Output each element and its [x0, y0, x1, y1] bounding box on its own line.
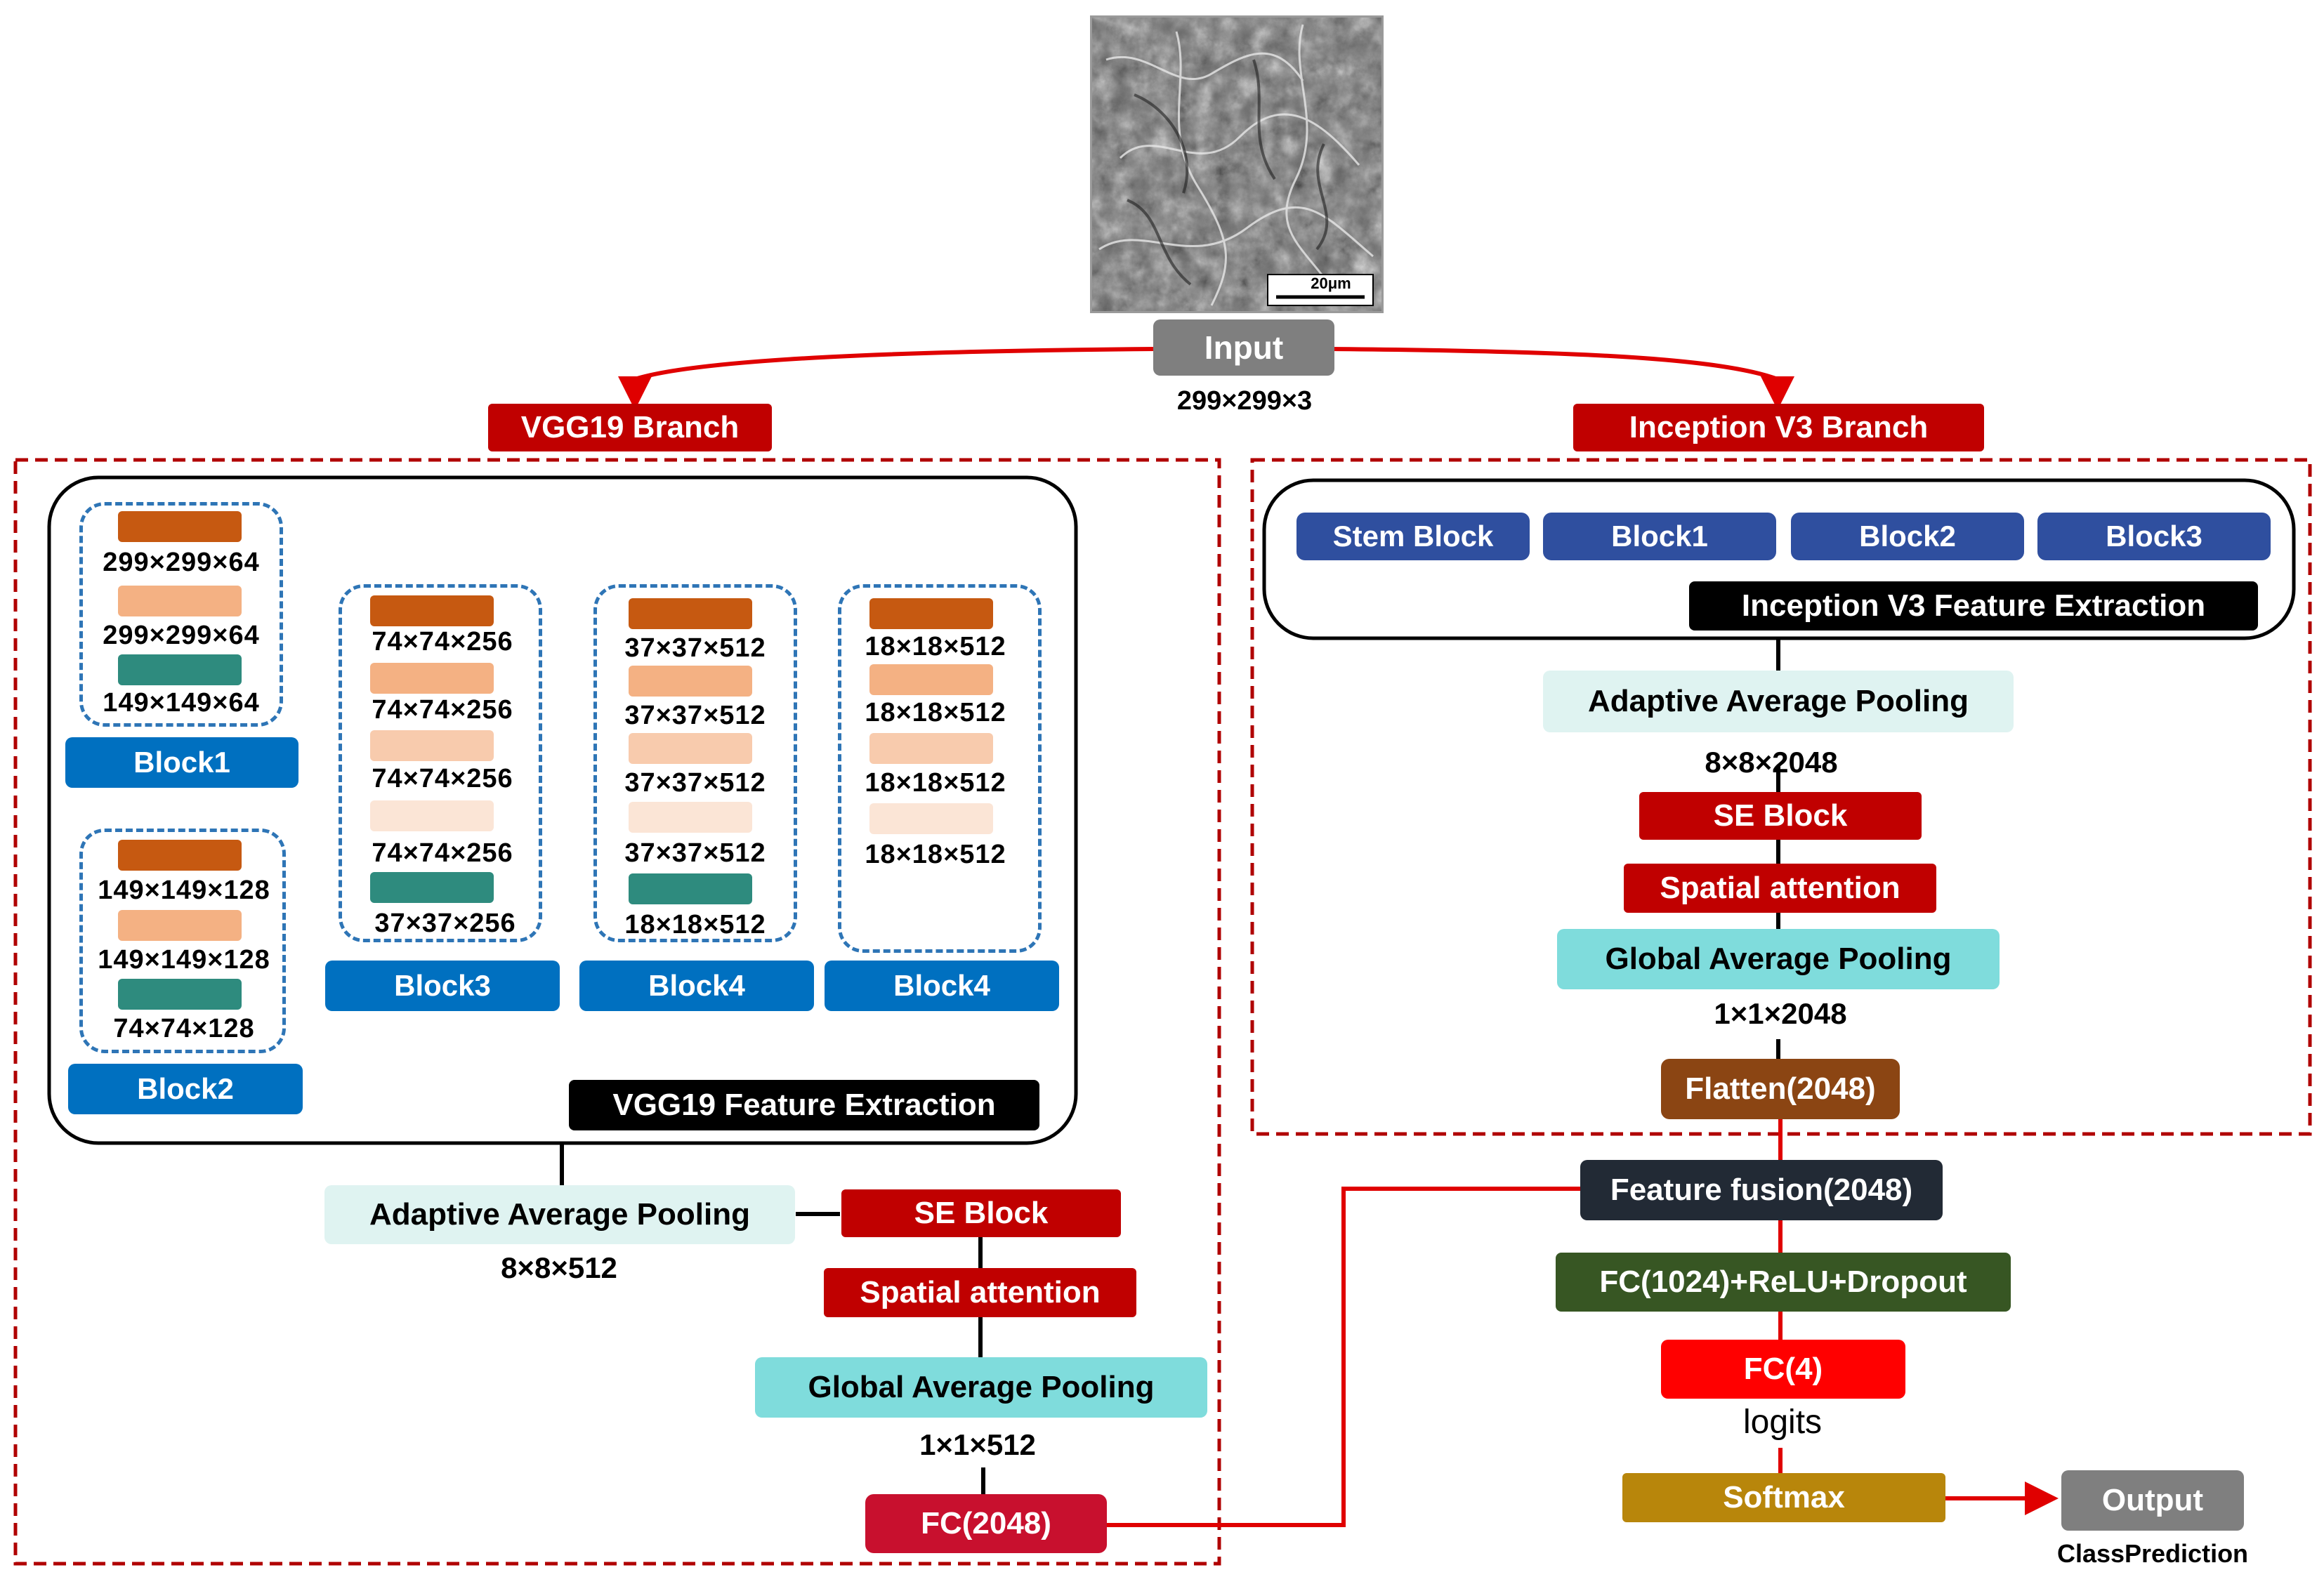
vgg-spatial-attention: Spatial attention	[824, 1268, 1136, 1317]
vgg-block3-conv1	[370, 595, 494, 626]
feature-fusion: Feature fusion(2048)	[1580, 1160, 1943, 1220]
vgg-block4a-dim2: 37×37×512	[624, 701, 766, 730]
input-box: Input	[1153, 319, 1334, 376]
vgg-block4b-dim4: 18×18×512	[865, 840, 1006, 869]
vgg-block3-dim4: 74×74×256	[372, 838, 513, 868]
vgg-block4a-dim1: 37×37×512	[624, 633, 766, 663]
vgg-block3-dim3: 74×74×256	[372, 764, 513, 793]
vgg-block4a-dim4: 37×37×512	[624, 838, 766, 868]
vgg-block3-dim2: 74×74×256	[372, 695, 513, 725]
inception-flatten: Flatten(2048)	[1661, 1059, 1900, 1119]
vgg-block3-dim1: 74×74×256	[372, 627, 513, 656]
vgg-block3-pool	[370, 872, 494, 903]
vgg-block4a-group	[593, 584, 797, 942]
fc1024-relu-dropout: FC(1024)+ReLU+Dropout	[1556, 1253, 2011, 1312]
inception-se-block: SE Block	[1639, 792, 1922, 840]
input-sem-image: 20μm	[1090, 15, 1384, 313]
vgg-block4b-dim3: 18×18×512	[865, 768, 1006, 798]
vgg-block4b-group	[838, 584, 1042, 953]
vgg-block4a-conv3	[629, 733, 752, 764]
vgg-block4b-dim2: 18×18×512	[865, 698, 1006, 727]
inception-block3: Block3	[2037, 513, 2271, 560]
vgg-block2-dim2: 149×149×128	[98, 945, 270, 975]
vgg-block4b-dim1: 18×18×512	[865, 632, 1006, 661]
vgg-branch-region	[13, 458, 1221, 1566]
vgg-block1-label: Block1	[65, 737, 298, 788]
vgg-block4b-conv1	[869, 598, 993, 629]
inception-block1: Block1	[1543, 513, 1776, 560]
vgg-block4a-pool	[629, 873, 752, 904]
sem-texture	[1092, 18, 1381, 311]
vgg-block3-label: Block3	[325, 961, 560, 1011]
vgg-block1-conv1	[118, 511, 242, 542]
vgg-block3-conv4	[370, 800, 494, 831]
arrow-to-vgg	[618, 347, 1156, 410]
vgg-block3-dim5: 37×37×256	[374, 909, 516, 938]
vgg-global-pooling: Global Average Pooling	[755, 1357, 1207, 1418]
vgg-adaptive-dims: 8×8×512	[501, 1251, 617, 1284]
softmax: Softmax	[1622, 1473, 1945, 1522]
line-vgg-fc-to-fusion	[1107, 1187, 1580, 1527]
inception-block2: Block2	[1791, 513, 2024, 560]
vgg-block4b-label: Block4	[825, 961, 1059, 1011]
vgg-block4a-label: Block4	[579, 961, 814, 1011]
vgg-block1-group	[79, 502, 283, 727]
vgg-block3-group	[339, 584, 542, 942]
inception-adaptive-pooling: Adaptive Average Pooling	[1543, 671, 2014, 732]
inception-spatial-attention: Spatial attention	[1624, 864, 1936, 913]
class-prediction-label: ClassPrediction	[2056, 1539, 2249, 1568]
vgg-block3-conv3	[370, 730, 494, 761]
vgg-block4a-conv2	[629, 666, 752, 697]
vgg-block1-dim2: 299×299×64	[103, 621, 260, 650]
vgg-block2-pool	[118, 979, 242, 1010]
vgg-block4a-conv1	[629, 598, 752, 629]
inception-stem-block: Stem Block	[1296, 513, 1530, 560]
fc4: FC(4)	[1661, 1340, 1905, 1399]
vgg-global-dims: 1×1×512	[919, 1428, 1036, 1461]
vgg-block4a-conv4	[629, 802, 752, 833]
scale-bar-label: 20μm	[1311, 275, 1351, 292]
vgg-block1-dim3: 149×149×64	[103, 688, 260, 718]
inception-feature-extraction-label: Inception V3 Feature Extraction	[1689, 581, 2258, 631]
logits-label: logits	[1742, 1404, 1823, 1441]
inception-branch-label: Inception V3 Branch	[1573, 404, 1984, 451]
output-box: Output	[2061, 1470, 2244, 1531]
vgg-block3-conv2	[370, 663, 494, 694]
vgg-adaptive-pooling: Adaptive Average Pooling	[324, 1185, 795, 1244]
vgg-block1-dim1: 299×299×64	[103, 548, 260, 577]
vgg-block2-dim1: 149×149×128	[98, 876, 270, 905]
vgg-block2-dim3: 74×74×128	[113, 1014, 255, 1043]
inception-adaptive-dims: 8×8×2048	[1705, 746, 1838, 779]
inception-branch-region	[1250, 458, 2312, 1136]
input-dims: 299×299×3	[1176, 386, 1313, 416]
vgg-block1-pool	[118, 654, 242, 685]
vgg-block2-label: Block2	[68, 1064, 303, 1114]
vgg-block4a-dim5: 18×18×512	[624, 910, 766, 939]
inception-global-pooling: Global Average Pooling	[1557, 929, 2000, 989]
vgg-branch-label: VGG19 Branch	[488, 404, 772, 451]
vgg-block4b-conv3	[869, 733, 993, 764]
vgg-feature-extraction-label: VGG19 Feature Extraction	[569, 1080, 1039, 1130]
vgg-block2-conv2	[118, 910, 242, 941]
vgg-block4b-conv2	[869, 664, 993, 695]
vgg-fc2048: FC(2048)	[865, 1494, 1107, 1553]
vgg-block2-conv1	[118, 840, 242, 871]
inception-global-dims: 1×1×2048	[1714, 997, 1847, 1030]
vgg-se-block: SE Block	[841, 1189, 1121, 1237]
arrow-to-inception	[1330, 347, 1794, 410]
vgg-block4a-dim3: 37×37×512	[624, 768, 766, 798]
vgg-block2-group	[79, 829, 286, 1053]
vgg-block1-conv2	[118, 586, 242, 616]
vgg-block4b-conv4	[869, 803, 993, 834]
